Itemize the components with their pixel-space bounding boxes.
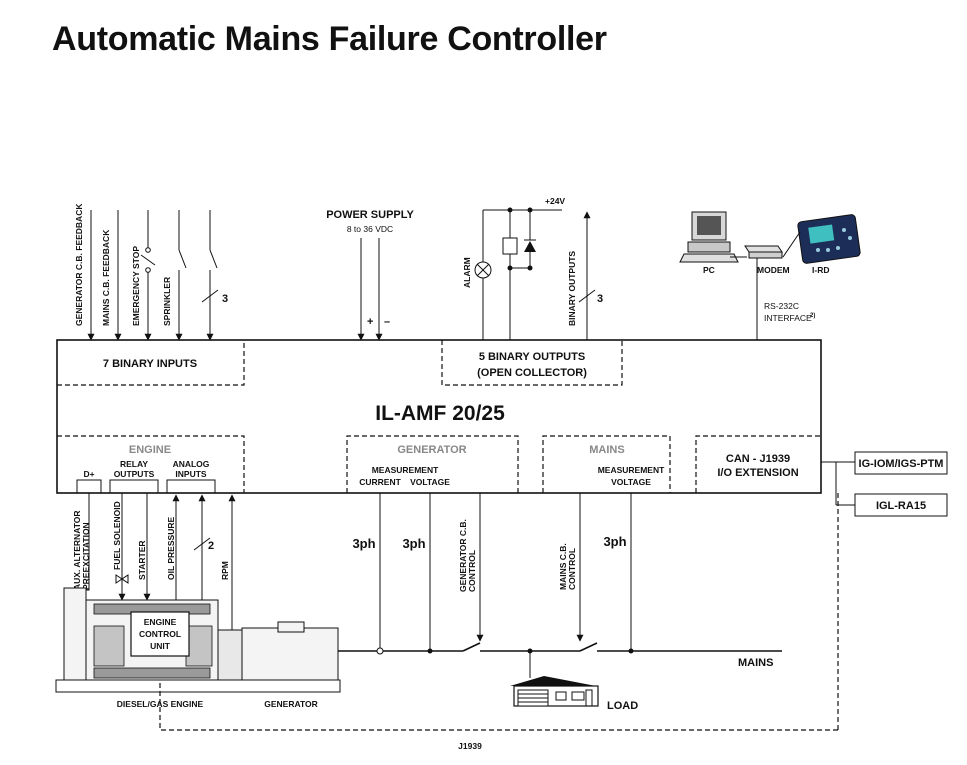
pc-icon [679,211,739,263]
d-plus-terminal [76,479,102,494]
power-minus-label: – [384,316,390,328]
ecu-label-3: UNIT [150,641,171,651]
house-icon [510,676,599,707]
can-block [695,435,821,493]
igl-ra15-label: IGL-RA15 [876,500,926,512]
binary-outputs-label-1: 5 BINARY OUTPUTS [479,351,585,363]
gen-cb-control-label-1: GENERATOR C.B. [458,519,468,592]
sprinkler-label: SPRINKLER [162,277,172,326]
generator-cb-feedback-label: GENERATOR C.B. FEEDBACK [74,203,84,326]
binary-outputs-count: 3 [597,293,603,305]
aux-alternator-label-2: PREEXCITATION [81,522,91,590]
relay-outputs-label-2: OUTPUTS [114,469,155,479]
gen-current-label: CURRENT [359,477,401,487]
ird-panel-icon [797,214,861,264]
can-label-1: CAN - J1939 [726,453,790,465]
power-supply-range: 8 to 36 VDC [347,224,393,234]
supply-24v-label: +24V [545,196,565,206]
mains-cb-control-label-2: CONTROL [567,548,577,590]
power-supply-label: POWER SUPPLY [326,209,414,221]
mains-label: MAINS [738,657,773,669]
ig-iom-module [854,451,948,475]
binary-outputs-vertical-label: BINARY OUTPUTS [567,251,577,326]
analog-inputs-label-1: ANALOG [173,459,210,469]
load-label: LOAD [607,700,638,712]
gen-voltage-3ph: 3ph [402,536,425,551]
gen-current-3ph: 3ph [352,536,375,551]
modem-ird-link [782,231,801,258]
genset-drawing [55,587,341,693]
binary-inputs-label: 7 BINARY INPUTS [103,358,197,370]
binary-inputs-block [57,340,245,386]
mains-voltage-3ph: 3ph [603,534,626,549]
can-label-2: I/O EXTENSION [717,467,798,479]
rs232-label-1: RS-232C [764,301,799,311]
ird-label: I-RD [812,265,829,275]
controller-name: IL-AMF 20/25 [375,402,505,425]
modem-icon [744,245,783,259]
rpm-label: RPM [220,561,230,580]
engine-block-title: ENGINE [129,444,171,456]
mains-block-title: MAINS [589,444,624,456]
rs232-superscript: 2) [810,313,815,319]
ecu-label-2: CONTROL [139,629,181,639]
engine-control-unit [130,611,190,657]
analog-inputs-terminal [166,479,216,494]
mains-block [542,435,671,493]
d-plus-label: D+ [83,469,94,479]
analog-inputs-label-2: INPUTS [175,469,207,479]
starter-label: STARTER [137,540,147,580]
gen-measurement-label: MEASUREMENT [372,465,439,475]
controller-box [56,339,822,494]
alarm-label: ALARM [462,257,472,288]
alarm-circuit [474,207,596,340]
mains-measurement-label: MEASUREMENT [598,465,665,475]
modem-label: MODEM [757,265,790,275]
rs232-label-2: INTERFACE [764,313,812,323]
generator-label: GENERATOR [264,699,318,709]
gen-cb-control-label-2: CONTROL [467,550,477,592]
diesel-engine-label: DIESEL/GAS ENGINE [117,699,204,709]
mains-cb-control-label-1: MAINS C.B. [558,543,568,590]
gen-voltage-label: VOLTAGE [410,477,450,487]
binary-input-wires [87,210,219,341]
aux-alternator-label-1: AUX. ALTERNATOR [72,511,82,591]
ecu-label-1: ENGINE [144,617,177,627]
binary-outputs-label-2: (OPEN COLLECTOR) [477,367,587,379]
ig-iom-label: IG-IOM/IGS-PTM [859,458,944,470]
analog-count: 2 [208,540,214,552]
j1939-label: J1939 [458,741,482,751]
mains-cb-feedback-label: MAINS C.B. FEEDBACK [101,229,111,326]
relay-outputs-label-1: RELAY [120,459,148,469]
power-line [338,493,782,678]
binary-inputs-count: 3 [222,293,228,305]
page-title: Automatic Mains Failure Controller [52,20,607,58]
engine-block [57,435,245,493]
relay-outputs-terminal [109,479,159,494]
oil-pressure-label: OIL PRESSURE [166,517,176,580]
power-plus-label: + [367,316,373,328]
emergency-stop-label: EMERGENCY STOP [131,246,141,326]
igl-ra15-module [854,493,948,517]
fuel-solenoid-label: FUEL SOLENOID [112,501,122,570]
generator-block-title: GENERATOR [397,444,466,456]
pc-label: PC [703,265,715,275]
generator-block [346,435,519,493]
mains-voltage-label: VOLTAGE [611,477,651,487]
